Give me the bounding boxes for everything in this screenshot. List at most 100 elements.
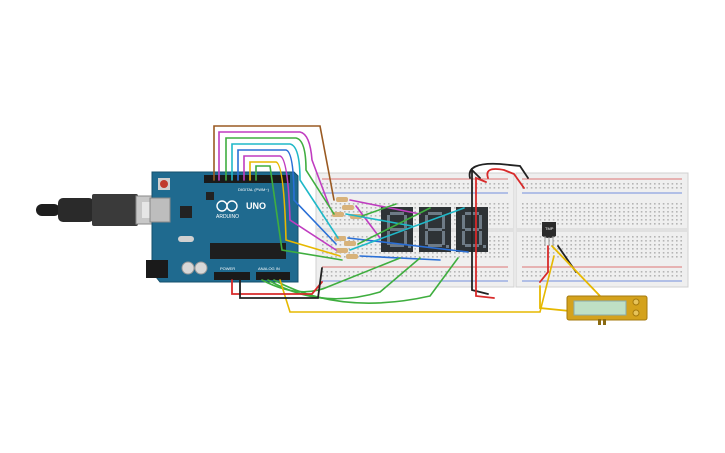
breadboard-hole — [348, 236, 350, 238]
breadboard-hole — [579, 203, 581, 205]
breadboard-hole — [574, 244, 577, 246]
breadboard-hole — [445, 183, 447, 185]
breadboard-hole — [374, 223, 377, 225]
breadboard-hole — [374, 271, 377, 273]
breadboard-hole — [676, 275, 678, 277]
breadboard-hole — [680, 256, 682, 258]
breadboard-hole — [645, 203, 647, 205]
breadboard-hole — [370, 183, 372, 185]
breadboard-hole — [627, 207, 630, 209]
lcd-module[interactable] — [566, 295, 648, 325]
breadboard-hole — [588, 215, 590, 217]
breadboard-hole — [414, 203, 416, 205]
breadboard-hole — [570, 240, 572, 242]
breadboard-hole — [440, 203, 443, 205]
breadboard-hole — [671, 271, 674, 273]
breadboard-hole — [322, 236, 324, 238]
breadboard-hole — [658, 211, 660, 213]
breadboard-hole — [535, 252, 537, 254]
breadboard-hole — [462, 252, 465, 254]
breadboard-hole — [610, 240, 612, 242]
breadboard-hole — [570, 256, 572, 258]
resistor-group-bottom[interactable] — [334, 236, 358, 259]
breadboard-hole — [671, 211, 674, 213]
breadboard-hole — [618, 236, 621, 238]
breadboard-hole — [588, 240, 590, 242]
breadboard-hole — [654, 252, 656, 254]
breadboard-hole — [374, 252, 377, 254]
breadboard-hole — [662, 275, 665, 277]
breadboard-hole — [566, 248, 568, 250]
breadboard-hole — [493, 183, 496, 185]
breadboard-hole — [596, 256, 599, 258]
breadboard-hole — [552, 211, 555, 213]
breadboard-hole — [561, 203, 564, 205]
arduino-brand: ARDUINO — [216, 214, 239, 220]
breadboard-hole — [322, 252, 324, 254]
analog-header[interactable] — [256, 272, 290, 280]
breadboard-hole — [361, 219, 364, 221]
breadboard-hole — [667, 275, 669, 277]
breadboard-hole — [592, 211, 594, 213]
breadboard-hole — [632, 223, 634, 225]
breadboard-hole — [649, 211, 652, 213]
breadboard-hole — [640, 236, 643, 238]
breadboard-hole — [658, 236, 660, 238]
breadboard-hole — [632, 236, 634, 238]
breadboard-hole — [326, 207, 328, 209]
breadboard-hole — [557, 211, 559, 213]
breadboard-hole — [548, 256, 550, 258]
breadboard-hole — [539, 183, 542, 185]
breadboard-hole — [535, 240, 537, 242]
breadboard-hole — [649, 187, 652, 189]
breadboard-hole — [610, 236, 612, 238]
breadboard-hole — [658, 240, 660, 242]
breadboard-hole — [539, 244, 542, 246]
breadboard-hole — [348, 252, 350, 254]
breadboard-hole — [370, 248, 372, 250]
breadboard-hole — [592, 240, 594, 242]
breadboard-hole — [410, 271, 412, 273]
breadboard-hole — [339, 211, 342, 213]
breadboard-hole — [530, 240, 533, 242]
breadboard-hole — [548, 203, 550, 205]
breadboard-hole — [454, 236, 456, 238]
breadboard-hole — [592, 236, 594, 238]
breadboard-hole — [535, 236, 537, 238]
digital-header[interactable] — [204, 175, 290, 183]
breadboard-hole — [627, 248, 630, 250]
breadboard-hole — [627, 215, 630, 217]
breadboard-right[interactable] — [515, 172, 689, 288]
breadboard-hole — [449, 256, 452, 258]
breadboard-hole — [352, 236, 355, 238]
breadboard-hole — [392, 275, 394, 277]
breadboard-hole — [566, 223, 568, 225]
breadboard-hole — [680, 207, 682, 209]
breadboard-hole — [418, 203, 421, 205]
power-header[interactable] — [214, 272, 250, 280]
arduino-board[interactable]: ARDUINO UNO DIGITAL (PWM~) POWER ANALOG … — [146, 171, 299, 283]
breadboard-hole — [570, 271, 572, 273]
breadboard-hole — [654, 236, 656, 238]
breadboard-hole — [557, 244, 559, 246]
breadboard-hole — [493, 256, 496, 258]
breadboard-hole — [544, 271, 546, 273]
breadboard-hole — [676, 207, 678, 209]
breadboard-hole — [539, 236, 542, 238]
breadboard-hole — [640, 252, 643, 254]
breadboard-hole — [493, 203, 496, 205]
sensor-label: TMP — [545, 226, 554, 231]
breadboard-hole — [526, 187, 528, 189]
signal-wires[interactable] — [213, 125, 555, 313]
breadboard-hole — [579, 248, 581, 250]
power-jack[interactable] — [146, 260, 168, 278]
breadboard-hole — [436, 203, 438, 205]
breadboard-hole — [636, 244, 638, 246]
breadboard-hole — [623, 275, 625, 277]
breadboard-hole — [614, 248, 616, 250]
temperature-sensor[interactable]: TMP — [542, 222, 556, 246]
breadboard-hole — [592, 275, 594, 277]
breadboard-hole — [610, 183, 612, 185]
breadboard-hole — [427, 203, 430, 205]
breadboard-hole — [392, 203, 394, 205]
